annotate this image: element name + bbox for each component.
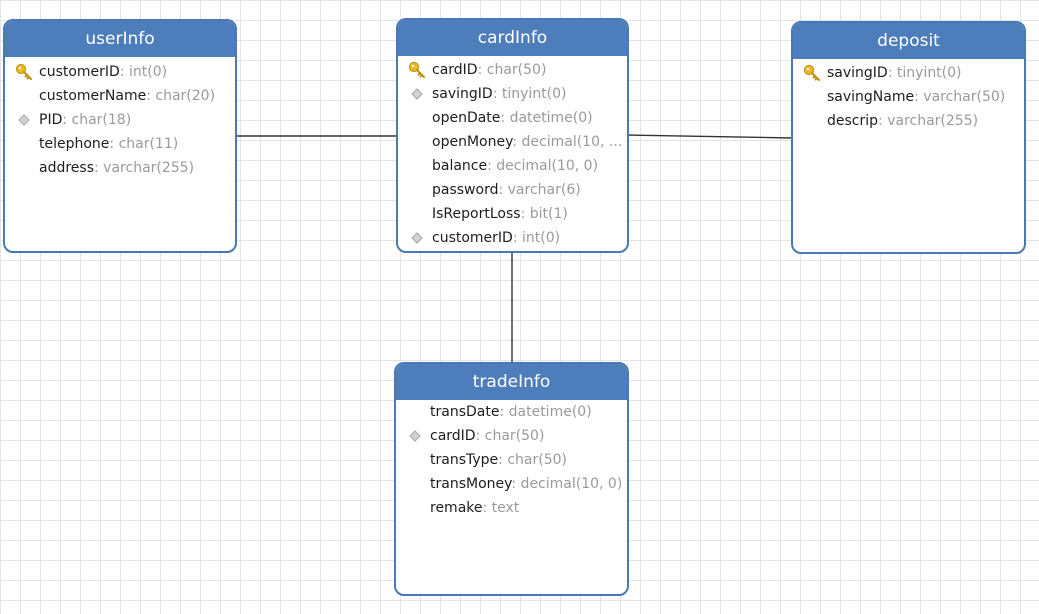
field-name: cardID [432, 62, 478, 78]
field-name: password [432, 182, 499, 198]
table-header: userInfo [5, 21, 235, 57]
field-name: remake [430, 500, 483, 516]
field-row[interactable]: customerID: int(0) [5, 60, 235, 84]
primary-key-icon [803, 64, 821, 82]
field-type: : varchar(255) [878, 113, 979, 129]
field-name: transDate [430, 404, 500, 420]
field-row[interactable]: cardID: char(50) [396, 424, 627, 448]
table-cardinfo[interactable]: cardInfo cardID: char(50)savingID: tinyi… [396, 18, 629, 253]
field-type: : tinyint(0) [887, 65, 962, 81]
field-row[interactable]: transType: char(50) [396, 448, 627, 472]
field-type: : varchar(50) [914, 89, 1006, 105]
foreign-key-diamond-icon [406, 427, 424, 445]
table-header: cardInfo [398, 20, 627, 56]
field-name: IsReportLoss [432, 206, 521, 222]
field-row[interactable]: address: varchar(255) [5, 156, 235, 180]
field-row[interactable]: savingName: varchar(50) [793, 85, 1024, 109]
field-row[interactable]: balance: decimal(10, 0) [398, 154, 627, 178]
field-type: : int(0) [512, 230, 561, 246]
field-row[interactable]: openMoney: decimal(10, ... [398, 130, 627, 154]
field-name: PID [39, 112, 63, 128]
field-row[interactable]: telephone: char(11) [5, 132, 235, 156]
field-type: : datetime(0) [499, 404, 592, 420]
primary-key-icon [15, 63, 33, 81]
field-type: : text [482, 500, 520, 516]
table-deposit[interactable]: deposit savingID: tinyint(0)savingName: … [791, 21, 1026, 254]
field-type: : varchar(255) [94, 160, 195, 176]
field-name: openDate [432, 110, 501, 126]
field-name: customerName [39, 88, 147, 104]
field-row[interactable]: transMoney: decimal(10, 0) [396, 472, 627, 496]
field-type: : char(20) [146, 88, 216, 104]
field-name: balance [432, 158, 488, 174]
relation-cardinfo-deposit [626, 134, 794, 139]
field-name: telephone [39, 136, 110, 152]
field-name: savingID [432, 86, 493, 102]
field-type: : tinyint(0) [492, 86, 567, 102]
field-row[interactable]: remake: text [396, 496, 627, 520]
field-name: descrip [827, 113, 879, 129]
field-type: : varchar(6) [498, 182, 581, 198]
field-row[interactable]: openDate: datetime(0) [398, 106, 627, 130]
field-name: savingID [827, 65, 888, 81]
table-userinfo[interactable]: userInfo customerID: int(0)customerName:… [3, 19, 237, 253]
field-name: customerID [432, 230, 513, 246]
primary-key-icon [408, 61, 426, 79]
field-row[interactable]: customerID: int(0) [398, 226, 627, 250]
field-type: : decimal(10, 0) [511, 476, 623, 492]
foreign-key-diamond-icon [15, 111, 33, 129]
field-name: savingName [827, 89, 915, 105]
field-type: : bit(1) [520, 206, 568, 222]
field-type: : decimal(10, 0) [487, 158, 599, 174]
table-header: deposit [793, 23, 1024, 59]
field-row[interactable]: cardID: char(50) [398, 58, 627, 82]
field-type: : char(50) [475, 428, 545, 444]
foreign-key-diamond-icon [408, 85, 426, 103]
field-name: transType [430, 452, 499, 468]
field-type: : char(11) [109, 136, 179, 152]
table-tradeinfo[interactable]: tradeInfo transDate: datetime(0)cardID: … [394, 362, 629, 596]
field-row[interactable]: PID: char(18) [5, 108, 235, 132]
field-type: : int(0) [119, 64, 168, 80]
field-name: customerID [39, 64, 120, 80]
field-row[interactable]: customerName: char(20) [5, 84, 235, 108]
field-name: openMoney [432, 134, 513, 150]
field-row[interactable]: savingID: tinyint(0) [398, 82, 627, 106]
field-type: : decimal(10, ... [512, 134, 623, 150]
field-type: : datetime(0) [500, 110, 593, 126]
field-row[interactable]: transDate: datetime(0) [396, 400, 627, 424]
field-name: transMoney [430, 476, 512, 492]
field-row[interactable]: password: varchar(6) [398, 178, 627, 202]
field-row[interactable]: IsReportLoss: bit(1) [398, 202, 627, 226]
field-type: : char(18) [62, 112, 132, 128]
field-row[interactable]: savingID: tinyint(0) [793, 61, 1024, 85]
table-header: tradeInfo [396, 364, 627, 400]
field-row[interactable]: descrip: varchar(255) [793, 109, 1024, 133]
field-name: address [39, 160, 95, 176]
foreign-key-diamond-icon [408, 229, 426, 247]
field-type: : char(50) [477, 62, 547, 78]
field-name: cardID [430, 428, 476, 444]
field-type: : char(50) [498, 452, 567, 468]
